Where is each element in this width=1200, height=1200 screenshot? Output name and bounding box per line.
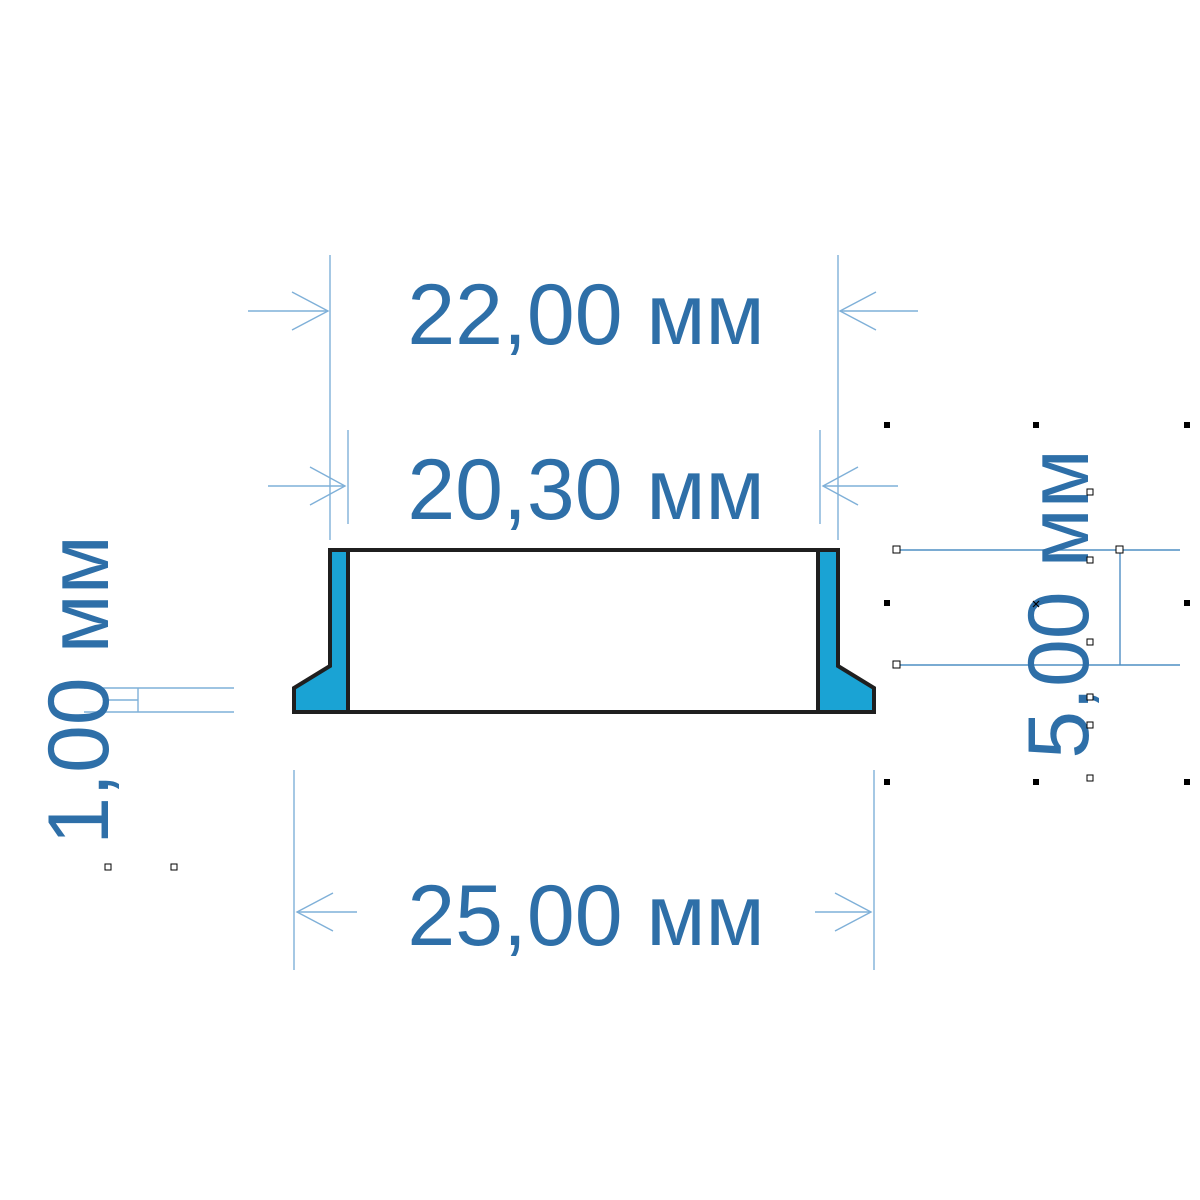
dimension-left-vertical[interactable]: 1,00 мм — [31, 535, 234, 871]
arrow-right-icon — [291, 291, 330, 331]
node-handle[interactable] — [1086, 721, 1094, 729]
node-handle[interactable] — [1086, 693, 1094, 701]
dimension-label-left-vertical: 1,00 мм — [31, 535, 127, 845]
node-handle[interactable] — [892, 545, 901, 554]
arrow-right-icon — [834, 892, 873, 932]
dimension-top-inner[interactable]: 20,30 мм — [268, 430, 898, 538]
dimension-label-bottom: 25,00 мм — [407, 868, 764, 964]
dimension-right-vertical[interactable]: 5,00 мм — [884, 422, 1190, 785]
selection-handle[interactable] — [104, 863, 112, 871]
dimension-top-outer[interactable]: 22,00 мм — [248, 255, 918, 540]
node-handle[interactable] — [1086, 556, 1094, 564]
selection-handle[interactable] — [1184, 600, 1190, 606]
arrow-left-icon — [838, 291, 877, 331]
arrow-left-icon — [295, 892, 334, 932]
part-interior — [348, 550, 818, 712]
node-handle[interactable] — [1115, 545, 1124, 554]
node-handle[interactable] — [892, 660, 901, 669]
center-marker-icon — [1032, 600, 1040, 608]
arrow-right-icon — [309, 466, 347, 506]
node-handle[interactable] — [1086, 488, 1094, 496]
selection-handle[interactable] — [1184, 779, 1190, 785]
selection-handle[interactable] — [1033, 422, 1039, 428]
part-cross-section[interactable] — [292, 548, 876, 714]
selection-handle[interactable] — [170, 863, 178, 871]
dimension-label-right-vertical: 5,00 мм — [1011, 449, 1107, 759]
dimension-label-top-outer: 22,00 мм — [407, 267, 764, 363]
node-handle[interactable] — [1086, 774, 1094, 782]
selection-handle[interactable] — [1184, 422, 1190, 428]
selection-handle[interactable] — [1033, 779, 1039, 785]
arrow-left-icon — [821, 466, 859, 506]
selection-handle[interactable] — [884, 422, 890, 428]
dimension-label-top-inner: 20,30 мм — [407, 442, 764, 538]
node-handle[interactable] — [1086, 638, 1094, 646]
selection-handle[interactable] — [884, 779, 890, 785]
selection-handle[interactable] — [884, 600, 890, 606]
dimension-bottom[interactable]: 25,00 мм — [293, 770, 875, 970]
